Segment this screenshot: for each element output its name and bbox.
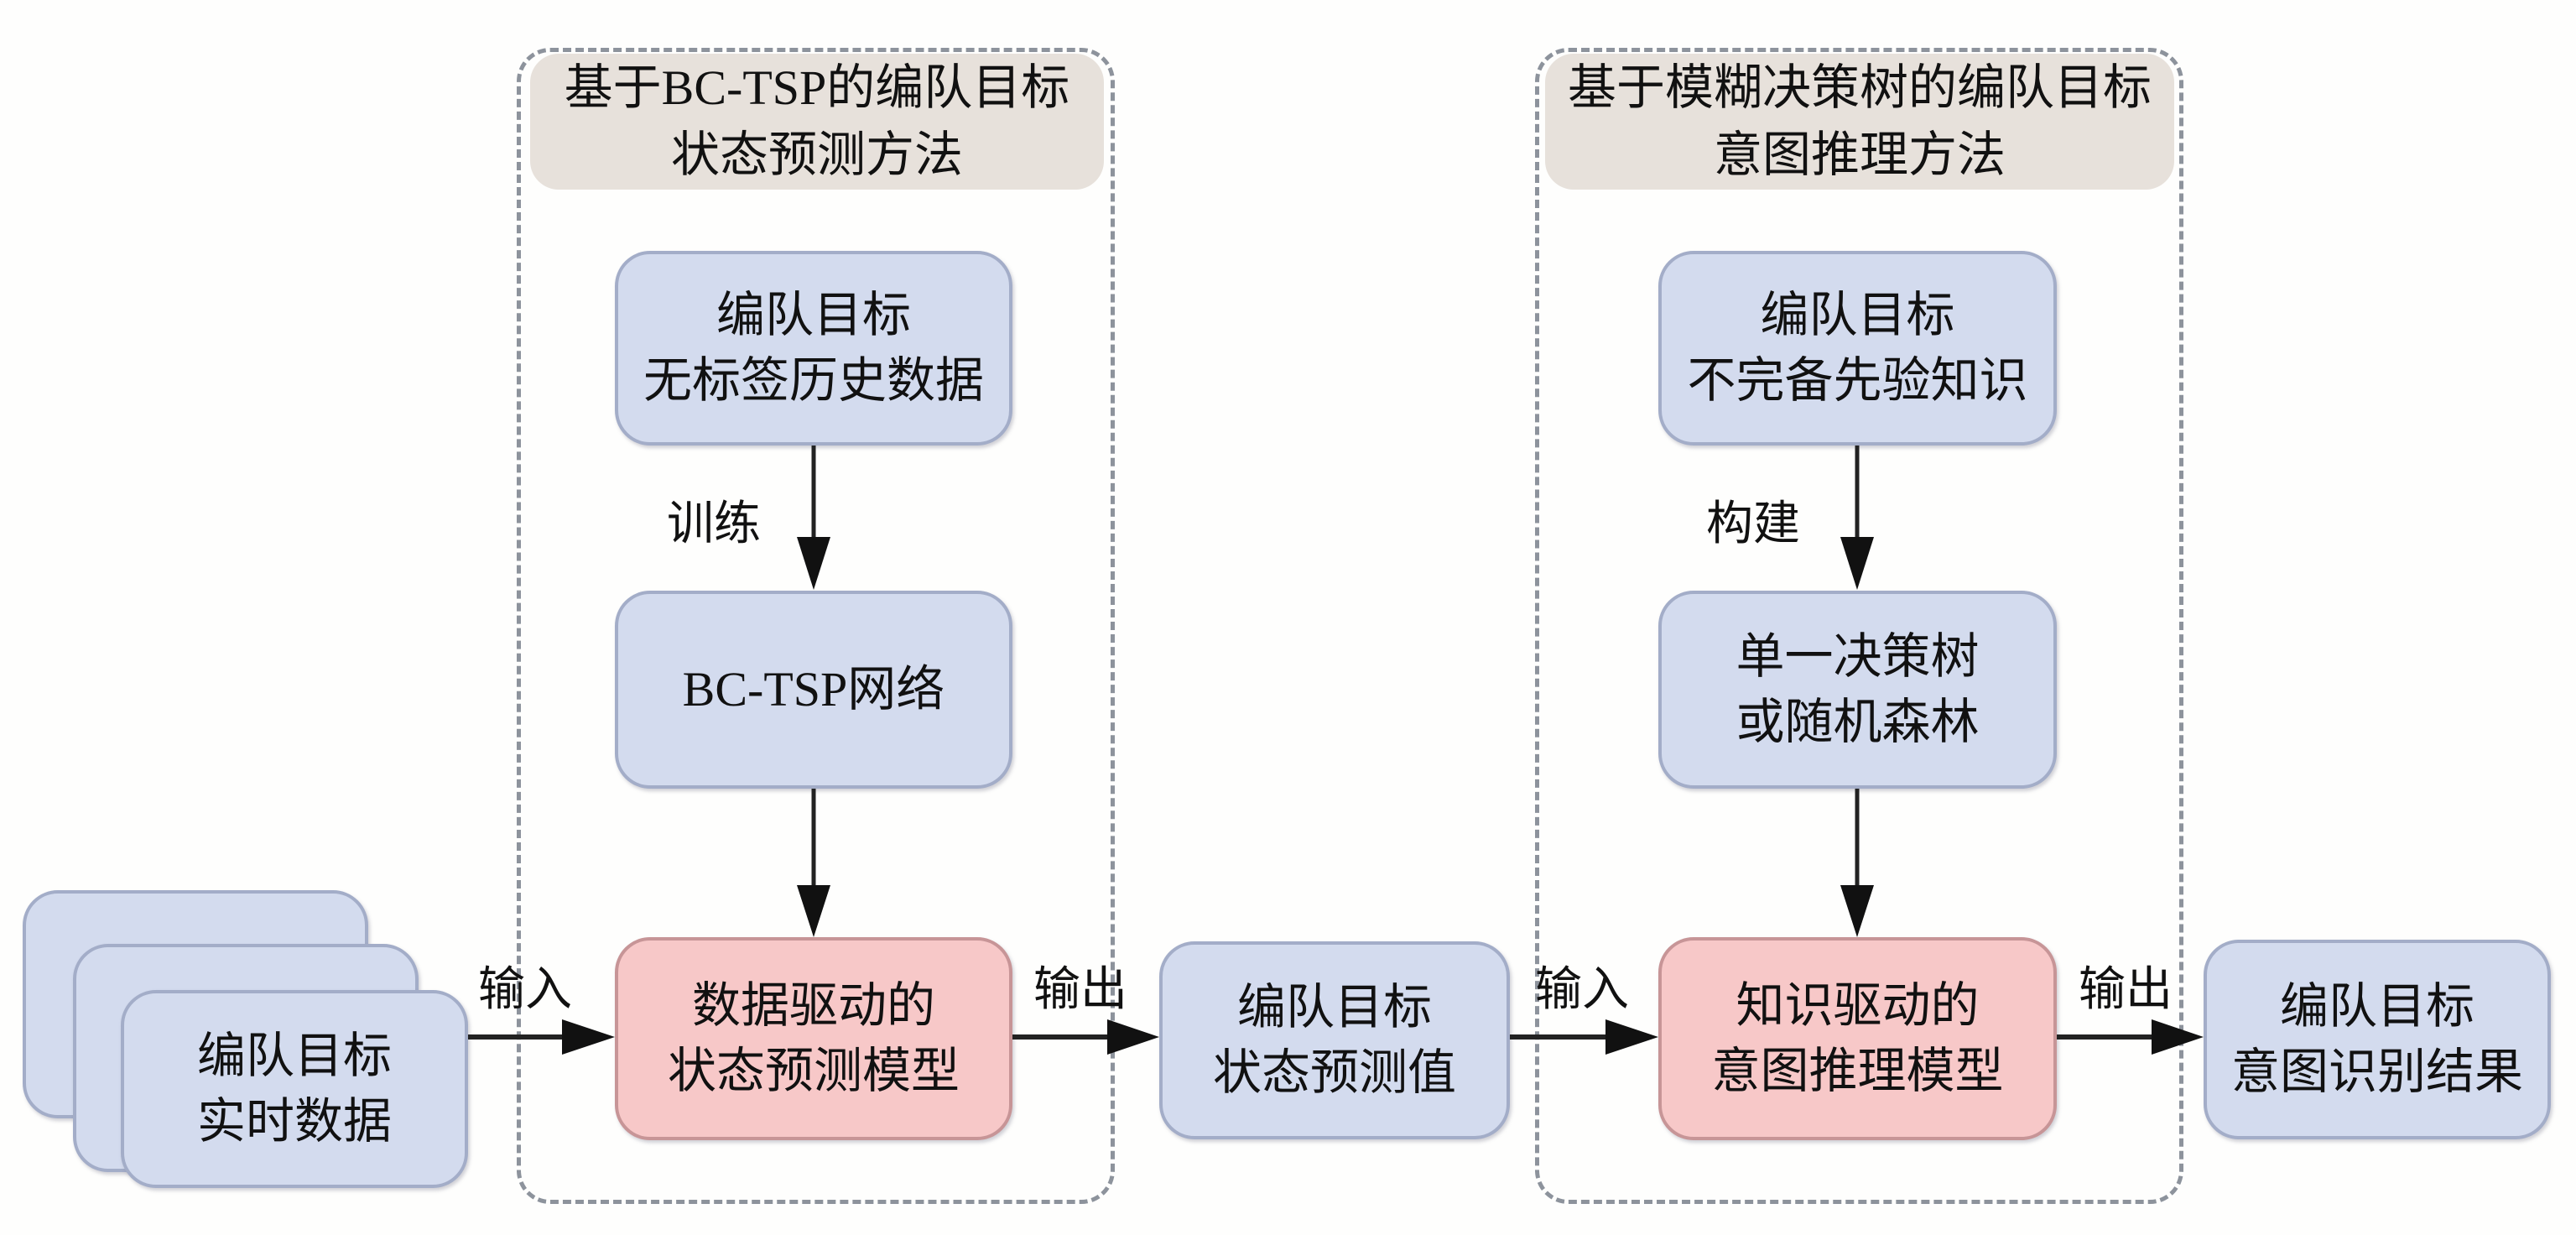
- edge-label-output-1: 输出: [1033, 964, 1127, 1016]
- node-knowledge-driven-model[interactable]: 知识驱动的 意图推理模型: [1658, 937, 2057, 1140]
- node-data-driven-model[interactable]: 数据驱动的 状态预测模型: [615, 937, 1012, 1140]
- node-intent-result[interactable]: 编队目标 意图识别结果: [2204, 940, 2551, 1139]
- node-prior-knowledge[interactable]: 编队目标 不完备先验知识: [1658, 251, 2057, 446]
- node-history-data[interactable]: 编队目标 无标签历史数据: [615, 251, 1012, 446]
- edge-label-input-1: 输入: [478, 964, 572, 1016]
- node-realtime-data[interactable]: 编队目标 实时数据: [121, 990, 468, 1188]
- group-title-state-prediction: 基于BC-TSP的编队目标 状态预测方法: [530, 54, 1104, 190]
- group-state-prediction: [517, 48, 1115, 1204]
- edge-label-input-2: 输入: [1535, 964, 1629, 1016]
- arrow-realtime-to-data-model: [468, 1019, 615, 1055]
- edge-label-train: 训练: [667, 498, 761, 550]
- group-title-intent-inference: 基于模糊决策树的编队目标 意图推理方法: [1545, 54, 2174, 190]
- arrow-tree-to-knowledge-model: [1840, 789, 1874, 937]
- arrow-state-value-to-knowledge-model: [1510, 1019, 1658, 1055]
- arrow-history-to-bctsp: [797, 446, 830, 590]
- edge-label-build: 构建: [1706, 498, 1800, 550]
- arrow-bctsp-to-data-model: [797, 789, 830, 937]
- arrow-knowledge-model-to-result: [2057, 1019, 2204, 1055]
- group-intent-inference: [1535, 48, 2183, 1204]
- edge-label-output-2: 输出: [2079, 964, 2173, 1016]
- node-tree-or-forest[interactable]: 单一决策树 或随机森林: [1658, 591, 2057, 789]
- arrow-prior-to-tree: [1840, 446, 1874, 590]
- arrow-data-model-to-state-value: [1012, 1019, 1159, 1055]
- node-state-prediction-value[interactable]: 编队目标 状态预测值: [1159, 941, 1510, 1139]
- node-bctsp-network[interactable]: BC-TSP网络: [615, 591, 1012, 789]
